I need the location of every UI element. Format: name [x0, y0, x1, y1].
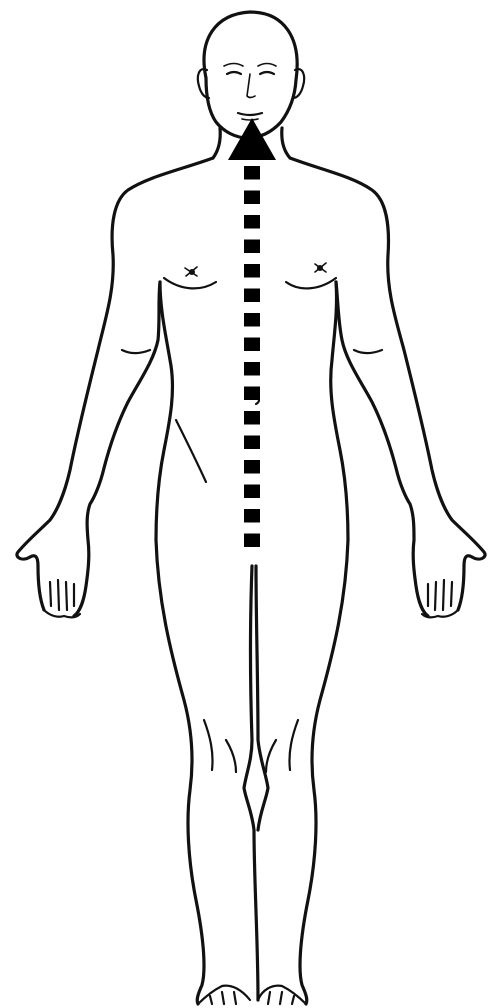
- arrow-dash: [244, 289, 260, 303]
- left-foot: [198, 986, 250, 1004]
- arrow-dash: [244, 362, 260, 376]
- right-foot: [258, 986, 306, 1004]
- right-elbow-line: [354, 350, 382, 353]
- arrow-head: [228, 118, 276, 160]
- arrow-dash: [244, 411, 260, 425]
- arrow-dash: [244, 264, 260, 278]
- inner-legs: [244, 566, 268, 1000]
- left-arm-inner: [74, 282, 160, 616]
- arrow-dash: [244, 509, 260, 523]
- arrow-dash: [244, 215, 260, 229]
- right-arm-outer: [290, 158, 485, 610]
- neck-left: [213, 128, 220, 158]
- arrow-dash: [244, 191, 260, 205]
- arrow-dash: [244, 338, 260, 352]
- dashed-arrow: [228, 118, 276, 547]
- body-outline: [17, 12, 485, 1004]
- right-hand: [422, 580, 458, 617]
- left-knee: [204, 720, 236, 772]
- arrow-shaft-dashes: [244, 166, 260, 547]
- left-pectoral: [164, 278, 216, 288]
- arrow-dash: [244, 313, 260, 327]
- neck-right: [282, 128, 290, 158]
- left-leg-outer: [156, 540, 204, 1004]
- arrow-dash: [244, 460, 260, 474]
- arrow-dash: [244, 166, 260, 180]
- left-arm-outer: [17, 158, 213, 610]
- right-pectoral: [286, 278, 336, 288]
- arrow-dash: [244, 387, 260, 401]
- arrow-dash: [244, 485, 260, 499]
- right-knee: [266, 720, 298, 772]
- arrow-dash: [244, 436, 260, 450]
- arrow-dash: [244, 534, 260, 548]
- left-elbow-line: [122, 350, 150, 353]
- arrow-dash: [244, 240, 260, 254]
- right-leg-outer: [300, 540, 348, 1004]
- left-hand: [44, 580, 80, 617]
- face: [224, 64, 276, 121]
- right-arm-inner: [336, 282, 428, 616]
- inguinal-line-left: [176, 420, 206, 482]
